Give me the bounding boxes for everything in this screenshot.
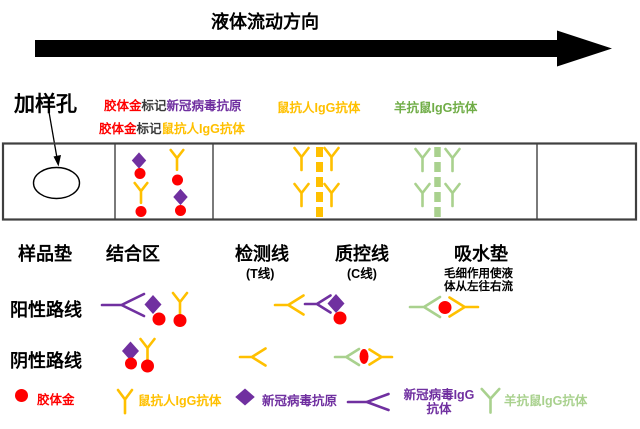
test-line-reagent-label: 鼠抗人IgG抗体 [277, 101, 361, 115]
goat-antibody-y [408, 295, 442, 319]
conjugate-annotation-line1: 胶体金标记新冠病毒抗原 [104, 95, 242, 114]
conjugate-line2-marker: 标记 [136, 122, 162, 136]
mouse-antibody-y [448, 296, 480, 318]
mouse-antibody-y [133, 181, 149, 204]
covid-igg-antibody-y [303, 294, 332, 314]
flow-direction-arrow [35, 30, 612, 67]
mouse-antibody-y [171, 291, 189, 317]
section-label-control-line-sub: (C线) [347, 267, 377, 281]
section-label-test-line: 检测线 [235, 244, 289, 264]
antigen-diamond [131, 152, 147, 169]
negative-route-shapes [122, 337, 393, 373]
control-line-zone [414, 147, 461, 218]
conjugate-line1-gold: 胶体金 [104, 99, 142, 113]
mouse-antibody-y [368, 348, 393, 366]
control-line-reagent-label: 羊抗鼠IgG抗体 [394, 101, 478, 115]
test-line-antibody-y [323, 146, 340, 172]
control-line-antibody-y [414, 182, 431, 208]
gold-particle-dot [134, 168, 146, 179]
conjugate-line2-gold: 胶体金 [99, 122, 137, 136]
absorbent-note-line1: 毛细作用使液 [444, 268, 513, 280]
antigen-diamond [144, 295, 162, 314]
legend-icons [15, 387, 501, 415]
negative-route-label: 阴性路线 [10, 351, 82, 371]
goat-antibody-icon [480, 387, 501, 415]
gold-particle-dot [173, 314, 187, 327]
mouse-antibody-y [238, 347, 267, 367]
gold-particle-dot [141, 359, 154, 373]
mouse-antibody-y [273, 294, 305, 316]
gold-particle-dot [135, 206, 147, 217]
mouse-antibody-icon [116, 388, 134, 415]
legend-label-covid-igg-line2: 抗体 [426, 402, 452, 416]
covid-antigen-icon [235, 388, 255, 406]
legend-label-goat-antibody: 羊抗鼠IgG抗体 [504, 394, 588, 408]
positive-route-shapes [100, 291, 480, 327]
gold-particle-dot [333, 311, 347, 325]
section-label-conjugate-zone: 结合区 [106, 244, 160, 264]
legend-label-mouse-antibody: 鼠抗人IgG抗体 [138, 394, 222, 408]
gold-particle-dot [152, 312, 166, 326]
colloidal-gold-icon [15, 389, 28, 402]
conjugate-zone-shapes [131, 148, 188, 217]
conjugate-line1-marker: 标记 [141, 99, 167, 113]
gold-particle-dot [125, 357, 137, 370]
test-line-antibody-y [323, 182, 340, 208]
section-label-test-line-sub: (T线) [246, 267, 275, 281]
control-line-antibody-y [444, 182, 461, 208]
section-label-absorbent-pad: 吸水垫 [454, 244, 508, 264]
test-line-antibody-y [293, 146, 310, 172]
conjugate-line1-target: 新冠病毒抗原 [166, 99, 242, 113]
mouse-antibody-y [139, 337, 156, 363]
goat-antibody-y [333, 347, 361, 367]
legend-label-covid-igg-line1: 新冠病毒IgG [403, 388, 475, 402]
control-line-antibody-y [444, 147, 461, 173]
section-label-control-line: 质控线 [335, 244, 389, 264]
conjugate-line2-target: 鼠抗人IgG抗体 [161, 122, 245, 136]
mouse-antibody-y [169, 148, 185, 171]
test-line-antibody-y [293, 182, 310, 208]
legend-label-colloidal-gold: 胶体金 [37, 393, 75, 407]
antigen-diamond [173, 188, 188, 206]
gold-particle-dot [438, 301, 452, 314]
flow-direction-title: 液体流动方向 [211, 12, 319, 32]
control-line-antibody-y [414, 147, 431, 173]
section-label-sample-pad: 样品垫 [18, 244, 72, 264]
legend-label-covid-antigen: 新冠病毒抗原 [262, 394, 338, 408]
positive-route-label: 阳性路线 [10, 300, 82, 320]
test-line-zone [293, 146, 340, 218]
covid-igg-antibody-icon [346, 392, 391, 412]
gold-particle-dot [359, 349, 369, 364]
conjugate-annotation-line2: 胶体金标记鼠抗人IgG抗体 [99, 118, 245, 137]
legend-label-covid-igg: 新冠病毒IgG 抗体 [398, 388, 480, 416]
absorbent-note-line2: 体从左往右流 [444, 281, 513, 293]
sample-port-label: 加样孔 [14, 93, 77, 116]
gold-particle-dot [172, 174, 183, 186]
gold-particle-dot [175, 205, 186, 216]
sample-well-ellipse [32, 166, 81, 200]
sample-port-pointer-arrow [48, 111, 61, 167]
covid-igg-antibody-y [100, 292, 146, 318]
strip-outline [1, 142, 638, 221]
